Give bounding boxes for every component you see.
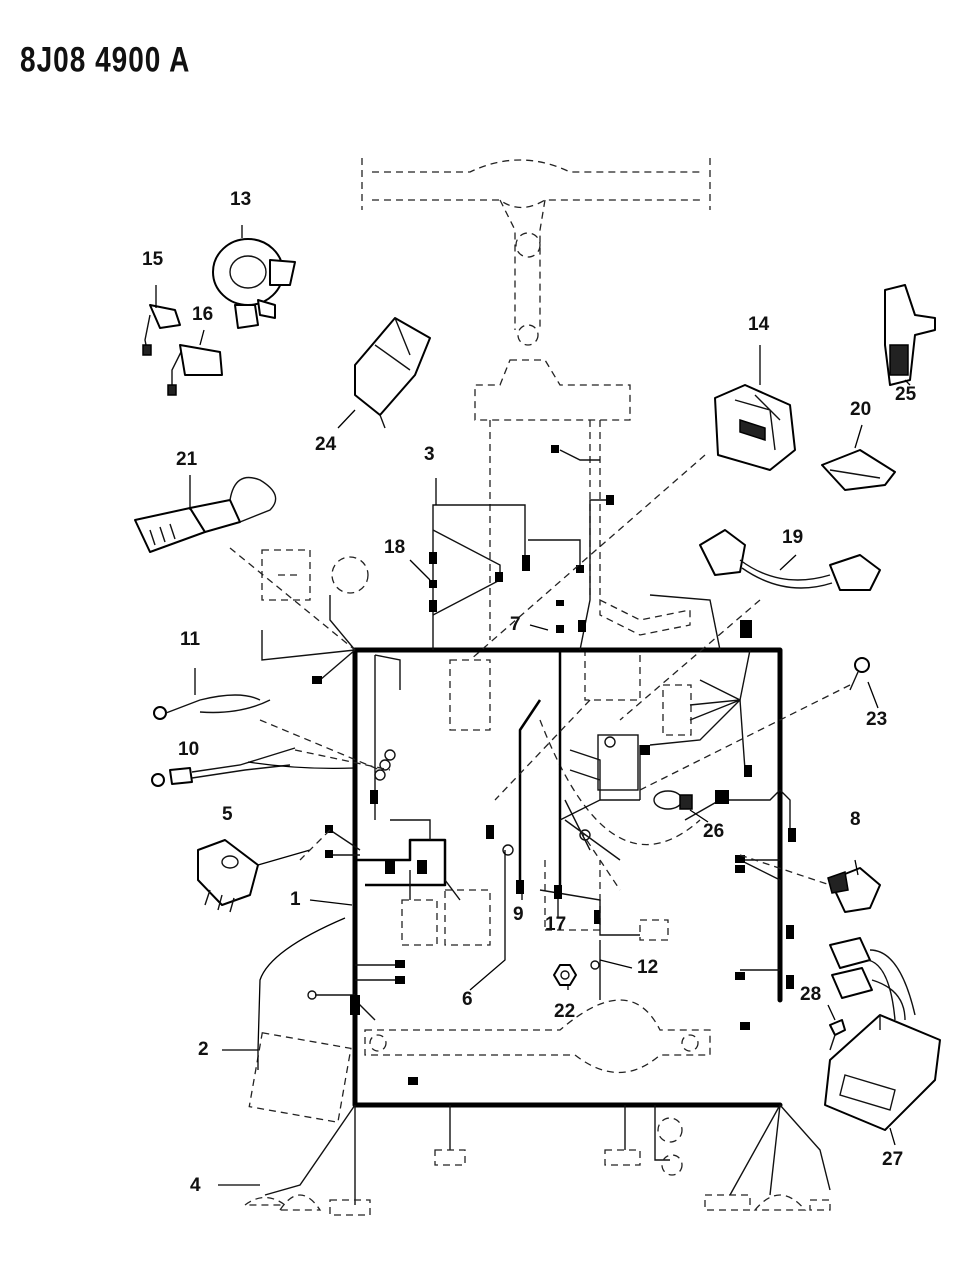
connectors (312, 445, 796, 1085)
callout-10: 10 (178, 739, 200, 760)
component-5-relay (197, 839, 259, 913)
callout-2: 2 (198, 1039, 209, 1060)
component-14-relay-bracket (714, 384, 796, 471)
branch-wires (261, 449, 831, 1205)
callout-7: 7 (510, 614, 521, 635)
callout-12: 12 (637, 957, 659, 978)
callout-19: 19 (782, 527, 804, 548)
component-25-sensor (884, 284, 936, 386)
callout-13: 13 (230, 189, 252, 210)
floor-outline (243, 999, 831, 1216)
callout-4: 4 (190, 1175, 201, 1196)
callout-9: 9 (513, 904, 524, 925)
component-21-connector (134, 476, 277, 553)
steering-column-outline (361, 158, 711, 640)
callout-21: 21 (176, 449, 198, 470)
harness-modules (307, 684, 692, 1000)
document-id: 8J08 4900 A (20, 40, 191, 79)
component-10-strap (151, 747, 296, 787)
main-wire-harness (352, 647, 783, 1108)
callout-3: 3 (424, 444, 435, 465)
callout-18: 18 (384, 537, 406, 558)
callout-8: 8 (850, 809, 861, 830)
callout-14: 14 (748, 314, 770, 335)
component-27-control-module (824, 1014, 941, 1131)
callout-20: 20 (850, 399, 872, 420)
callout-11: 11 (180, 629, 201, 650)
component-8-switch (827, 867, 881, 913)
callout-6: 6 (462, 989, 473, 1010)
instrument-panel-outline (261, 549, 701, 931)
callout-27: 27 (882, 1149, 904, 1170)
reference-lines (229, 454, 851, 891)
callout-23: 23 (866, 709, 888, 730)
component-19-harness (699, 529, 881, 591)
component-23-screw (849, 657, 870, 691)
callout-1: 1 (290, 889, 301, 910)
component-16-pigtail (167, 344, 223, 396)
callout-24: 24 (315, 434, 337, 455)
component-11-strap (153, 694, 271, 720)
component-24-module (354, 317, 431, 429)
callout-26: 26 (703, 821, 725, 842)
component-26-plug (653, 790, 693, 810)
callout-28: 28 (800, 984, 822, 1005)
callout-15: 15 (142, 249, 164, 270)
component-15-pigtail (142, 304, 181, 356)
callout-22: 22 (554, 1001, 576, 1022)
leader-lines (155, 225, 911, 1186)
callout-5: 5 (222, 804, 233, 825)
component-20-switch (821, 449, 896, 491)
component-27-connectors (829, 937, 916, 1021)
component-22-nut (553, 964, 577, 986)
callout-17: 17 (545, 914, 567, 935)
callout-16: 16 (192, 304, 214, 325)
component-28-bolt (829, 1019, 846, 1051)
component-13-clockspring (212, 238, 296, 329)
callout-25: 25 (895, 384, 917, 405)
